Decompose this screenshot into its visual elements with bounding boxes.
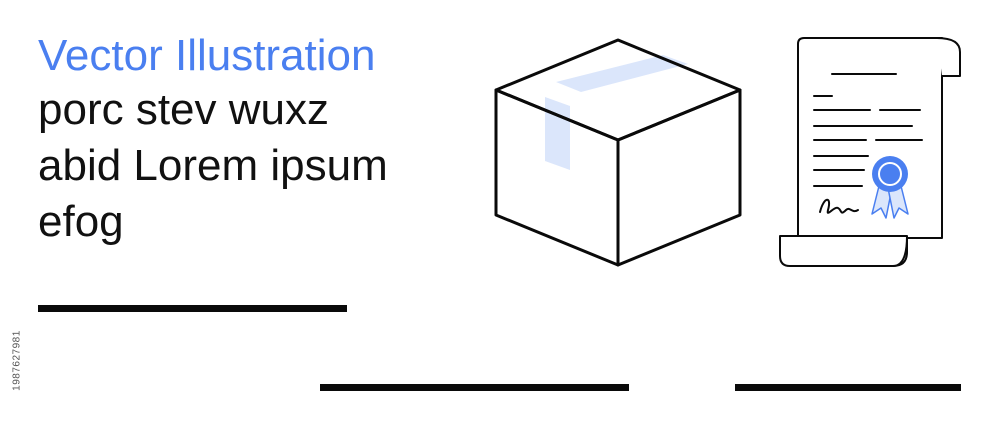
box-tape-top <box>556 55 688 92</box>
headline-line-1: porc stev wuxz <box>38 85 329 134</box>
certificate-text-lines <box>813 73 923 187</box>
decorative-bar-middle <box>320 384 629 391</box>
decorative-bar-right <box>735 384 961 391</box>
headline-title: Vector Illustration <box>38 31 376 80</box>
headline-line-2: abid Lorem ipsum <box>38 141 388 190</box>
headline: Vector Illustration porc stev wuxz abid … <box>38 30 478 250</box>
certificate-scroll-icon <box>779 37 961 267</box>
decorative-bar-left <box>38 305 347 312</box>
box-tape-front <box>545 97 570 170</box>
headline-line-3: efog <box>38 197 124 246</box>
cardboard-box-icon <box>494 38 742 267</box>
stock-id-label: 1987627981 <box>11 330 23 391</box>
signature-icon <box>819 198 859 214</box>
award-ribbon-icon <box>871 156 909 219</box>
